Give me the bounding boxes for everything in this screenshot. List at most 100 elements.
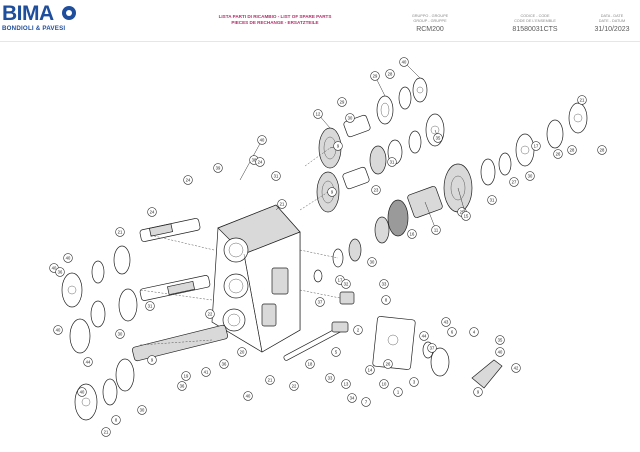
callout-balloon: 2 [353,325,363,335]
callout-balloon: 11 [424,201,441,235]
callout-circle [325,373,335,383]
title-line: LISTA PARTI DI RICAMBIO - LIST OF SPARE … [218,14,332,19]
callout-number: 17 [534,144,539,149]
callout-circle [511,363,521,373]
meta-code: CODICE - CODE CODE DE L'ENSEMBLE 8158003… [490,14,580,34]
callout-number: 28 [570,148,575,153]
callout-circle [137,405,147,415]
callout-circle [379,279,389,289]
callout-number: 20 [240,350,245,355]
callout-balloon: 37 [315,297,325,307]
callout-number: 21 [268,378,273,383]
callout-balloon: 15 [457,187,471,221]
callout-number: 22 [292,384,297,389]
callout-circle [525,171,535,181]
callout-number: 9 [477,390,480,395]
callout-number: 30 [370,260,375,265]
callout-number: 21 [280,202,285,207]
callout-balloon: 24 [183,175,193,185]
callout-circle [393,387,403,397]
callout-circle [567,145,577,155]
callout-balloon: 40 [63,253,73,263]
callout-number: 24 [150,210,155,215]
callout-number: 2 [357,328,360,333]
callout-circle [495,335,505,345]
selector-fork-group [283,316,503,389]
callout-circle [289,381,299,391]
callout-number: 3 [413,380,416,385]
callout-circle [399,57,409,67]
callout-circle [337,97,347,107]
callout-number: 40 [246,394,251,399]
callout-balloon: 28 [597,145,607,155]
callout-number: 9 [151,358,154,363]
callout-number: 40 [498,350,503,355]
callout-circle [205,309,215,319]
callout-circle [237,347,247,357]
callout-circle [201,367,211,377]
callout-number: 29 [340,100,345,105]
callout-number: 15 [464,214,469,219]
callout-number: 7 [365,400,368,405]
callout-number: 8 [385,298,388,303]
callout-balloon: 28 [567,145,577,155]
callout-circle [383,359,393,369]
logo-wordmark: BIMA [2,2,54,25]
bima-logo: BIMA BONDIOLI & PAVESI [2,2,76,37]
callout-number: 31 [274,174,279,179]
callout-balloon: 26 [553,149,563,159]
callout-number: 23 [374,188,379,193]
callout-number: 41 [204,370,209,375]
callout-circle [431,225,441,235]
callout-circle [531,141,541,151]
callout-number: 31 [390,160,395,165]
callout-circle [177,381,187,391]
callout-number: 22 [208,312,213,317]
callout-balloon: 21 [577,95,587,105]
callout-circle [63,253,73,263]
callout-number: 21 [580,98,585,103]
meta-value: RCM200 [416,26,444,34]
callout-balloon: 43 [441,317,451,327]
callout-balloon: 40 [399,57,421,79]
callout-balloon: 16 [407,229,417,239]
callout-number: 10 [382,382,387,387]
callout-number: 9 [337,144,340,149]
header-divider [0,41,640,42]
callout-circle [371,185,381,195]
callout-balloon: 27 [509,177,519,187]
callout-balloon: 30 [345,113,355,123]
callout-number: 42 [514,366,519,371]
callout-circle [271,171,281,181]
callout-balloon: 36 [55,267,65,277]
callout-number: 40 [52,266,57,271]
callout-balloon: 40 [239,135,267,181]
callout-circle [243,391,253,401]
callout-circle [313,109,323,119]
callout-circle [441,317,451,327]
callout-balloon: 33 [379,279,389,289]
callout-number: 40 [80,390,85,395]
leader-line [457,187,467,217]
callout-number: 30 [118,332,123,337]
callout-balloon: 35 [433,129,443,143]
callout-balloon: 31 [387,157,397,167]
callout-balloon: 39 [213,163,223,173]
callout-balloon: 9 [329,141,343,151]
callout-balloon: 5 [331,347,341,357]
callout-circle [53,325,63,335]
leader-line [424,201,437,231]
callout-number: 32 [344,282,349,287]
callout-circle [407,229,417,239]
callout-number: 17 [338,278,343,283]
callout-number: 37 [318,300,323,305]
callout-circle [509,177,519,187]
callout-number: 26 [386,362,391,367]
callout-circle [469,327,479,337]
title-line: PIECES DE RECHANGE - ERSATZTEILE [231,19,319,25]
callout-number: 12 [316,112,321,117]
callout-balloon: 40 [495,347,505,357]
callout-balloon: 40 [243,391,253,401]
callout-circle [461,211,471,221]
callout-balloon: 21 [115,227,125,237]
